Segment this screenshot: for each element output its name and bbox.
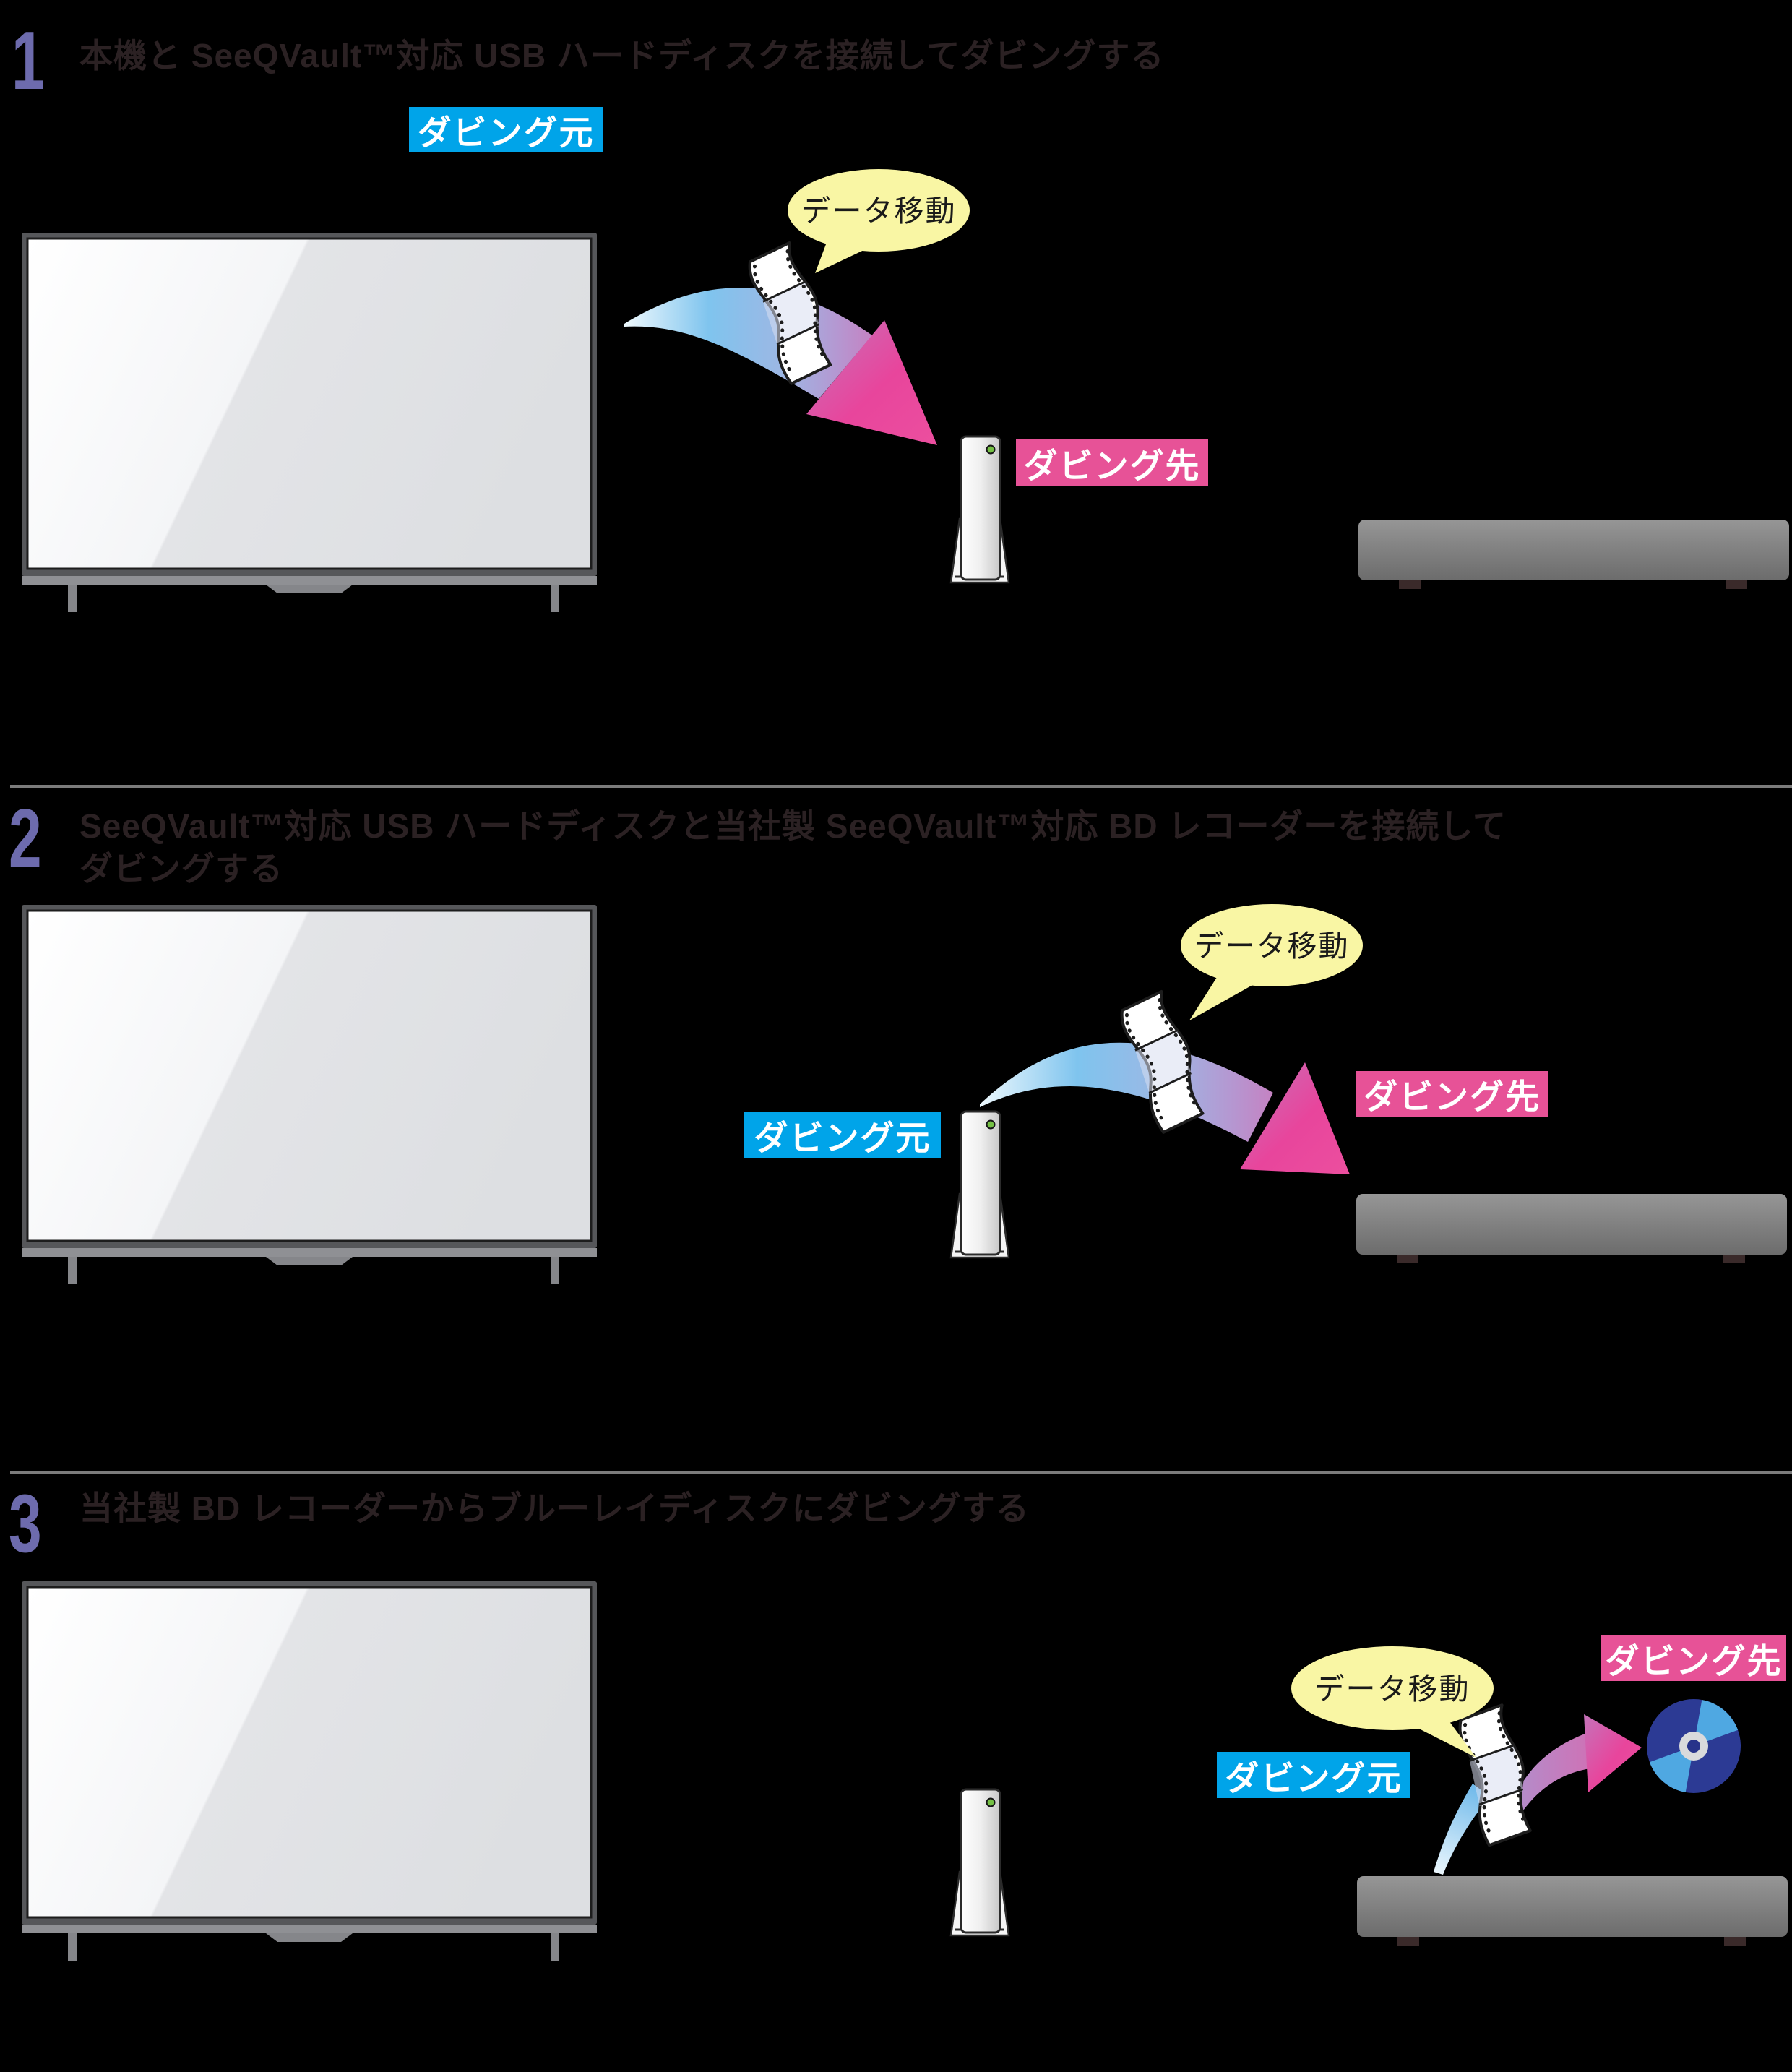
tv-icon-step2: [20, 903, 598, 1286]
usb-hdd-icon-step1: [949, 435, 1010, 584]
bd-recorder-icon-step2: [1356, 1194, 1787, 1263]
bd-recorder-icon-step3: [1357, 1876, 1788, 1946]
bd-recorder-icon-step1: [1358, 520, 1789, 589]
step-title-1: 本機と SeeQVault™対応 USB ハードディスクを接続してダビングする: [79, 37, 1165, 74]
step-number-3: 3: [9, 1478, 42, 1570]
section-divider-1: [10, 785, 1792, 788]
step-title-3: 当社製 BD レコーダーからブルーレイディスクにダビングする: [79, 1489, 1030, 1527]
tv-icon-step1: [20, 231, 598, 614]
tv-icon-step3: [20, 1580, 598, 1962]
data-move-bubble-step2: [1181, 904, 1363, 1020]
step-title-2-line2: ダビングする: [79, 850, 283, 887]
data-move-text-step1: データ移動: [801, 194, 957, 228]
transfer-arrow-step3: [1434, 1714, 1642, 1875]
transfer-arrow-step2: [980, 1042, 1350, 1174]
destination-label-step3: ダビング先: [1601, 1635, 1786, 1681]
data-move-text-step2: データ移動: [1194, 929, 1350, 963]
section-divider-2: [10, 1471, 1792, 1474]
step-number-1: 1: [12, 15, 45, 107]
destination-label-step2: ダビング先: [1356, 1071, 1548, 1117]
step-number-2: 2: [9, 793, 42, 885]
usb-hdd-icon-step3: [949, 1788, 1010, 1937]
usb-hdd-icon-step2: [949, 1110, 1010, 1259]
step-title-2-line1: SeeQVault™対応 USB ハードディスクと当社製 SeeQVault™対…: [79, 807, 1507, 845]
blu-ray-disc-icon-step3: [1647, 1699, 1741, 1793]
source-label-step2: ダビング元: [744, 1112, 941, 1158]
source-label-step3: ダビング元: [1217, 1752, 1410, 1798]
destination-label-step1: ダビング先: [1016, 439, 1208, 486]
data-move-bubble-step3: [1291, 1646, 1494, 1758]
data-move-bubble-step1: [788, 169, 970, 273]
data-move-text-step3: データ移動: [1314, 1672, 1470, 1706]
source-label-step1: ダビング元: [409, 107, 603, 152]
